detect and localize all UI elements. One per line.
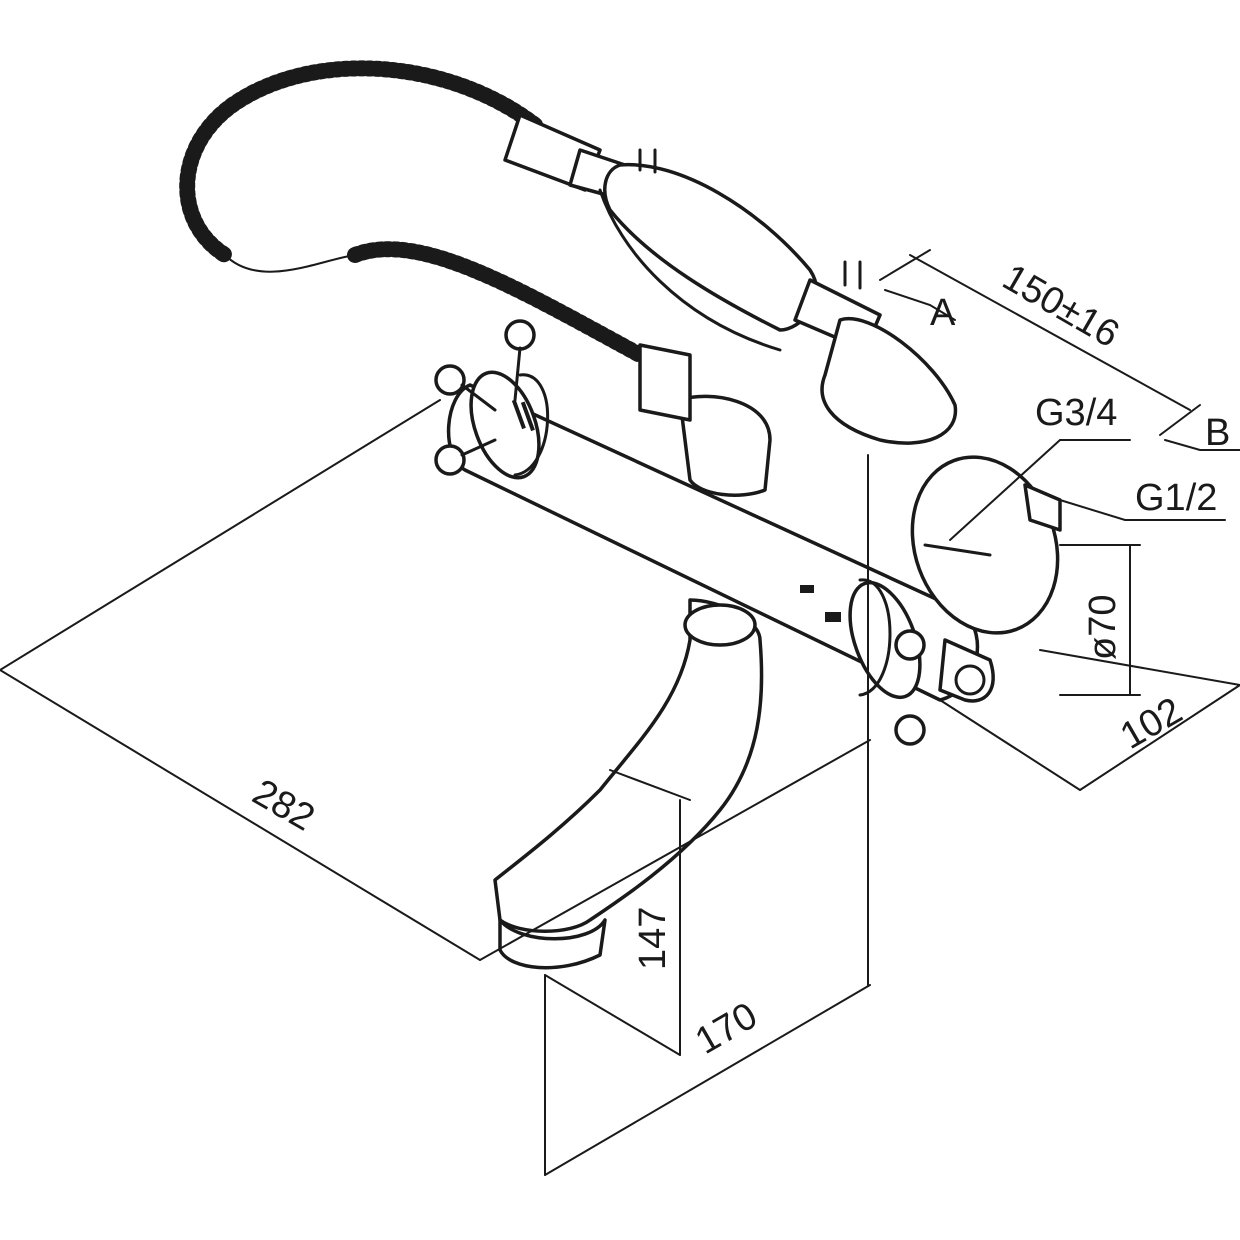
marker-b-label: B bbox=[1205, 412, 1230, 454]
cross-handle-left bbox=[434, 319, 536, 476]
dim-diameter-label: ø70 bbox=[1082, 595, 1124, 660]
dimension-lines bbox=[0, 249, 1240, 1176]
dim-102-label: 102 bbox=[1114, 690, 1190, 758]
thread-g34-label: G3/4 bbox=[1035, 392, 1117, 434]
dim-150-label: 150±16 bbox=[996, 256, 1127, 356]
spout bbox=[493, 598, 764, 970]
dim-147-label: 147 bbox=[632, 907, 674, 970]
wall-flange bbox=[910, 455, 1062, 635]
hand-shower bbox=[503, 113, 958, 445]
dim-282-label: 282 bbox=[246, 771, 322, 839]
diverter bbox=[638, 343, 772, 497]
marker-a-label: A bbox=[930, 292, 956, 334]
thread-g12-label: G1/2 bbox=[1135, 477, 1217, 519]
shower-hose bbox=[179, 60, 648, 363]
